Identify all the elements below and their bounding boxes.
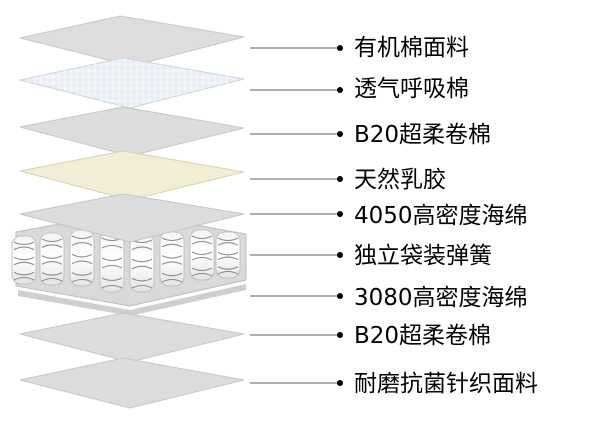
spring-coil: [161, 237, 183, 242]
spring-coil: [131, 277, 153, 282]
spring-coil: [71, 235, 93, 240]
spring-coil: [13, 246, 35, 251]
spring-coil: [131, 246, 153, 251]
spring-coil: [41, 277, 63, 282]
leader-dot: [337, 45, 343, 51]
leader-dot: [337, 87, 343, 93]
spring-coil: [71, 242, 93, 246]
layer-label-breathable-cotton: 透气呼吸棉: [354, 76, 469, 102]
spring-coil: [13, 261, 35, 266]
layer-label-pocket-springs: 独立袋装弹簧: [354, 243, 492, 269]
layer-label-b20-soft-roll-cotton: B20超柔卷棉: [354, 122, 492, 148]
spring-coil: [101, 244, 123, 249]
layer-label-wear-resistant-knit-fabric: 耐磨抗菌针织面料: [354, 371, 538, 397]
leader-dot: [337, 211, 343, 217]
spring-pocket: [39, 232, 65, 286]
spring-coil: [13, 271, 35, 276]
spring-coil: [101, 277, 123, 282]
spring-coil: [71, 253, 93, 258]
spring-coil: [217, 237, 239, 242]
spring-coil: [161, 272, 183, 277]
spring-coil: [217, 251, 239, 256]
spring-coil: [13, 241, 35, 246]
layer-label-b20-soft-roll-cotton-bottom: B20超柔卷棉: [354, 323, 492, 349]
spring-coil: [191, 272, 213, 277]
spring-coil: [41, 244, 63, 248]
spring-coil: [13, 276, 35, 281]
spring-coil: [41, 272, 63, 276]
high-density-sponge-4050-layer: [19, 193, 245, 243]
spring-coil: [71, 272, 93, 276]
spring-coil: [191, 267, 213, 272]
leader-dot: [337, 293, 343, 299]
leader-dot: [337, 380, 343, 386]
spring-coil: [161, 243, 183, 248]
spring-coil: [217, 266, 239, 270]
spring-coil: [217, 256, 239, 261]
leader-dot: [337, 332, 343, 338]
spring-coil: [161, 278, 183, 283]
natural-latex-layer: [19, 150, 245, 201]
spring-coil: [161, 261, 183, 265]
wear-resistant-knit-fabric-layer: [19, 357, 245, 409]
spring-coil: [41, 261, 63, 265]
organic-cotton-fabric-layer: [19, 15, 245, 67]
pocket-spring-layer: [11, 211, 247, 307]
layer-label-3080-high-density-sponge: 3080高密度海绵: [354, 285, 528, 311]
leader-dot: [337, 252, 343, 258]
leader-lines: [250, 45, 343, 386]
leader-dot: [337, 176, 343, 182]
spring-coil: [131, 258, 153, 263]
high-density-sponge-3080-layer: [18, 284, 246, 316]
pocket-spring-coils: [11, 229, 241, 293]
b20-soft-roll-cotton-bottom-layer: [19, 312, 245, 363]
spring-coil: [191, 251, 213, 256]
spring-coil: [191, 235, 213, 240]
spring-coil: [131, 265, 153, 270]
spring-coil: [101, 284, 123, 289]
spring-coil: [161, 255, 183, 259]
spring-coil: [101, 257, 123, 262]
b20-soft-roll-cotton-layer: [19, 106, 245, 157]
spring-coil: [101, 264, 123, 269]
layer-label-organic-cotton-fabric: 有机棉面料: [354, 35, 469, 61]
spring-coil: [71, 278, 93, 283]
spring-coil: [13, 256, 35, 261]
spring-coil: [131, 284, 153, 289]
spring-coil: [71, 260, 93, 265]
spring-coil: [41, 255, 63, 259]
layer-label-4050-high-density-sponge: 4050高密度海绵: [354, 203, 528, 229]
breathable-cotton-layer: [19, 57, 245, 109]
spring-coil: [191, 240, 213, 245]
spring-coil: [41, 238, 63, 243]
leader-dot: [337, 131, 343, 137]
spring-coil: [191, 256, 213, 261]
spring-coil: [217, 242, 239, 246]
layer-label-natural-latex: 天然乳胶: [354, 167, 446, 193]
spring-coil: [217, 270, 239, 275]
